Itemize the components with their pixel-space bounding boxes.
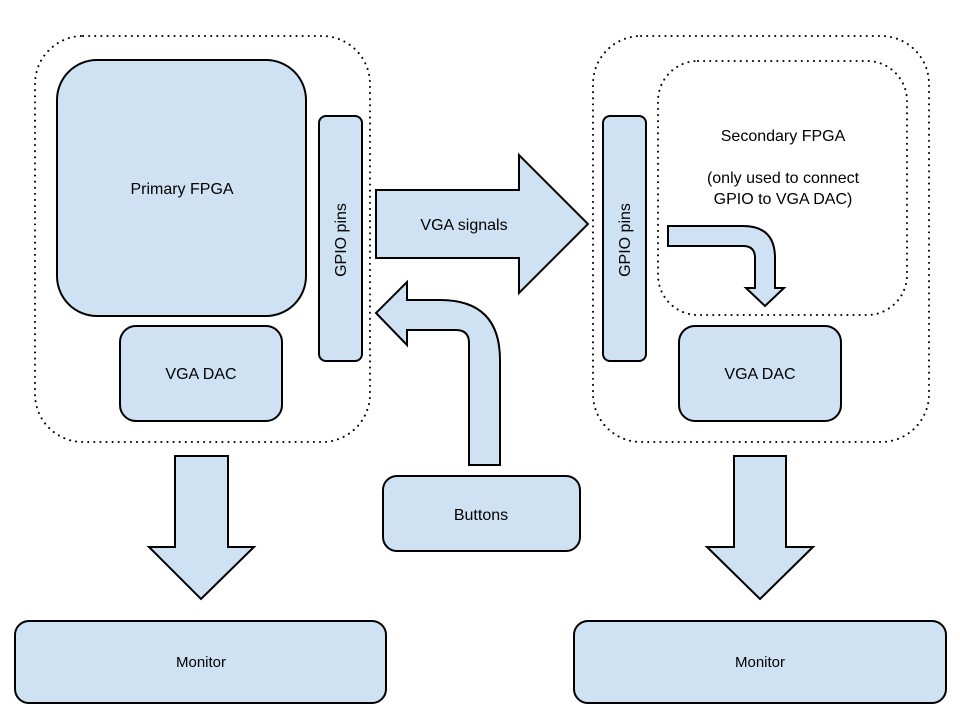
left-monitor-label: Monitor xyxy=(176,654,226,671)
primary-gpio-block: GPIO pins xyxy=(318,115,363,362)
secondary-vga-dac-block: VGA DAC xyxy=(678,325,842,422)
vga-signals-arrow: VGA signals xyxy=(375,152,590,296)
primary-gpio-label: GPIO pins xyxy=(333,203,350,277)
primary-vga-dac-label: VGA DAC xyxy=(165,366,236,383)
secondary-gpio-block: GPIO pins xyxy=(602,115,647,362)
right-monitor-shape xyxy=(573,620,947,704)
secondary-fpga-note-line2: GPIO to VGA DAC) xyxy=(714,191,853,208)
secondary-vga-dac-shape xyxy=(678,325,842,422)
buttons-input-arrow xyxy=(374,279,501,466)
primary-vga-dac-block: VGA DAC xyxy=(119,325,283,422)
left-monitor-arrow xyxy=(146,455,257,601)
left-monitor-shape xyxy=(14,620,387,704)
right-monitor-label: Monitor xyxy=(735,654,785,671)
left-monitor-block: Monitor xyxy=(14,620,387,704)
secondary-fpga-note-line1: (only used to connect xyxy=(707,170,860,187)
secondary-gpio-shape xyxy=(602,115,647,362)
right-monitor-block: Monitor xyxy=(573,620,947,704)
primary-gpio-shape xyxy=(318,115,363,362)
primary-vga-dac-shape xyxy=(119,325,283,422)
primary-board-group xyxy=(34,35,371,443)
vga-signals-arrow-shape xyxy=(375,152,590,296)
vga-signals-label: VGA signals xyxy=(420,217,507,234)
secondary-fpga-title: Secondary FPGA xyxy=(721,128,846,145)
buttons-block: Buttons xyxy=(382,475,581,552)
secondary-internal-arrow xyxy=(667,225,787,308)
primary-fpga-label: Primary FPGA xyxy=(130,181,233,198)
secondary-vga-dac-label: VGA DAC xyxy=(724,366,795,383)
primary-fpga-block: Primary FPGA xyxy=(56,59,307,317)
secondary-board-group xyxy=(592,35,930,443)
secondary-fpga-outline xyxy=(657,60,908,316)
secondary-fpga-block: Secondary FPGA (only used to connect GPI… xyxy=(657,60,908,316)
primary-fpga-shape xyxy=(56,59,307,317)
buttons-shape xyxy=(382,475,581,552)
right-monitor-arrow xyxy=(704,455,816,601)
buttons-label: Buttons xyxy=(454,507,508,524)
secondary-gpio-label: GPIO pins xyxy=(617,203,634,277)
